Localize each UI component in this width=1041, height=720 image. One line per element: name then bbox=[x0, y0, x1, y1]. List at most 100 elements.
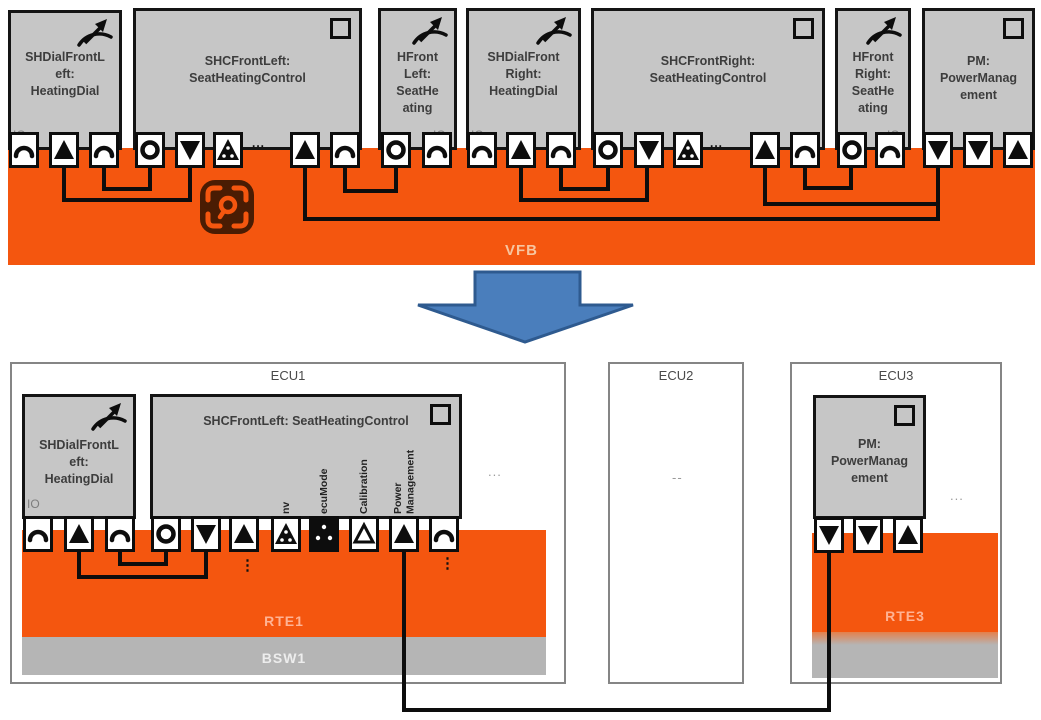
arc-port bbox=[23, 516, 53, 552]
shc-front-right-title-line: SHCFrontRight: bbox=[660, 54, 756, 68]
tri-down-port bbox=[963, 132, 993, 168]
ecu1-shc-front-left-component-box: SHCFrontLeft: SeatHeatingControl bbox=[150, 394, 462, 519]
ecu1-shdial-front-left-title-line: SHDialFrontL bbox=[39, 438, 119, 452]
shdial-front-left-component-box: SHDialFrontL eft: HeatingDial bbox=[8, 10, 122, 150]
vfb-assembly-connector bbox=[62, 164, 192, 202]
vfb-assembly-connector bbox=[343, 164, 398, 193]
heating-dial-gauge-icon bbox=[535, 14, 573, 46]
pm-title-line: PowerManag bbox=[939, 71, 1018, 85]
h-front-right-title-line: SeatHe bbox=[851, 84, 895, 98]
tri-dots-port bbox=[673, 132, 703, 168]
arc-port bbox=[429, 516, 459, 552]
shdial-front-left-title-line: SHDialFrontL bbox=[25, 50, 105, 64]
vfb-assembly-connector bbox=[102, 164, 152, 191]
tri-up-port bbox=[229, 516, 259, 552]
arc-port bbox=[89, 132, 119, 168]
ecu-label: ECU2 bbox=[658, 368, 694, 383]
shdial-front-left-title-line: eft: bbox=[55, 67, 75, 81]
circle-port bbox=[593, 132, 623, 168]
inter-ecu-bus-connector bbox=[402, 548, 831, 712]
h-front-right-title-line: HFront bbox=[852, 50, 894, 64]
ecu3-pm-title: PM: PowerManag ement bbox=[817, 436, 922, 487]
shdial-front-left-title-line: HeatingDial bbox=[30, 84, 100, 98]
component-type-square-icon bbox=[894, 405, 915, 426]
port-row-ellipsis: ... bbox=[710, 136, 724, 150]
shc-front-right-title-line: SeatHeatingControl bbox=[649, 71, 767, 85]
h-front-left-title-line: ating bbox=[402, 101, 433, 115]
vfb-label: VFB bbox=[505, 242, 538, 259]
ecu1-shc-front-left-title: SHCFrontLeft: SeatHeatingControl bbox=[154, 413, 458, 430]
h-front-left-title-line: SeatHe bbox=[396, 84, 439, 98]
ecu1-shdial-front-left-title: SHDialFrontL eft: HeatingDial bbox=[26, 437, 132, 488]
h-front-right-title-line: ating bbox=[858, 101, 888, 115]
arc-port bbox=[105, 516, 135, 552]
h-front-left-title-line: HFront bbox=[397, 50, 438, 64]
shdial-front-right-title-line: SHDialFront bbox=[487, 50, 560, 64]
vfb-assembly-connector bbox=[519, 164, 649, 202]
rte3-fade-strip bbox=[812, 632, 998, 645]
ecu1-shdial-front-left-title-line: eft: bbox=[69, 455, 89, 469]
heating-dial-gauge-icon bbox=[411, 14, 449, 46]
pm-title: PM: PowerManag ement bbox=[926, 53, 1031, 104]
bsw-bar: BSW1 bbox=[22, 637, 546, 675]
ecu1-shc-front-left-title-line: SHCFrontLeft: SeatHeatingControl bbox=[203, 414, 409, 428]
heating-dial-gauge-icon bbox=[90, 400, 128, 432]
shc-front-right-title: SHCFrontRight: SeatHeatingControl bbox=[595, 53, 821, 87]
arc-port bbox=[790, 132, 820, 168]
component-type-square-icon bbox=[430, 404, 451, 425]
ecu3-pm-title-line: PM: bbox=[858, 437, 881, 451]
tri-up-port bbox=[893, 517, 923, 553]
ellipsis-placeholder: -- bbox=[672, 470, 683, 485]
shc-front-left-title: SHCFrontLeft:SeatHeatingControl bbox=[137, 53, 358, 87]
vfb-assembly-connector bbox=[559, 164, 610, 191]
pm-title-line: PM: bbox=[967, 54, 990, 68]
mapping-down-arrow bbox=[417, 270, 634, 344]
tri-down-port bbox=[191, 516, 221, 552]
ecu-label: ECU1 bbox=[270, 368, 306, 383]
vfb-assembly-connector bbox=[803, 164, 853, 190]
vertical-ellipsis: ⋮ bbox=[440, 555, 455, 572]
heating-dial-gauge-icon bbox=[76, 16, 114, 48]
component-type-square-icon bbox=[793, 18, 814, 39]
ecu3-pm-title-line: PowerManag bbox=[830, 454, 909, 468]
ecu3-pm-title-line: ement bbox=[851, 471, 888, 485]
io-label: IO bbox=[27, 497, 40, 511]
arc-port bbox=[9, 132, 39, 168]
vfb-assembly-connector bbox=[303, 164, 940, 221]
h-front-left-title-line: Left: bbox=[403, 67, 432, 81]
arc-port bbox=[546, 132, 576, 168]
vertical-ellipsis: ⋮ bbox=[240, 557, 255, 574]
arc-port bbox=[422, 132, 452, 168]
ellipsis-placeholder: ... bbox=[950, 488, 964, 503]
ecu1-shdial-front-left-component-box: SHDialFrontL eft: HeatingDial bbox=[22, 394, 136, 519]
tri-dots-port bbox=[213, 132, 243, 168]
ecu1-shdial-front-left-title-line: HeatingDial bbox=[44, 472, 114, 486]
tri-up-port bbox=[750, 132, 780, 168]
circle-port bbox=[151, 516, 181, 552]
arc-port bbox=[467, 132, 497, 168]
circle-port bbox=[381, 132, 411, 168]
ecu-box-ecu2: ECU2 bbox=[608, 362, 744, 684]
tri-up-port bbox=[1003, 132, 1033, 168]
tri-up-port bbox=[506, 132, 536, 168]
heating-dial-gauge-icon bbox=[865, 14, 903, 46]
ecu-assembly-connector bbox=[77, 548, 208, 579]
shdial-front-right-title-line: Right: bbox=[505, 67, 542, 81]
port-row-ellipsis: ... bbox=[252, 136, 266, 150]
tri-up-port bbox=[389, 516, 419, 552]
watermark-scan-magnifier-icon bbox=[200, 180, 254, 234]
rte-label: RTE3 bbox=[885, 608, 925, 624]
component-type-square-icon bbox=[330, 18, 351, 39]
pm-title-line: ement bbox=[960, 88, 997, 102]
tri-down-port bbox=[634, 132, 664, 168]
arc-port bbox=[875, 132, 905, 168]
tri-outline-port bbox=[349, 516, 379, 552]
